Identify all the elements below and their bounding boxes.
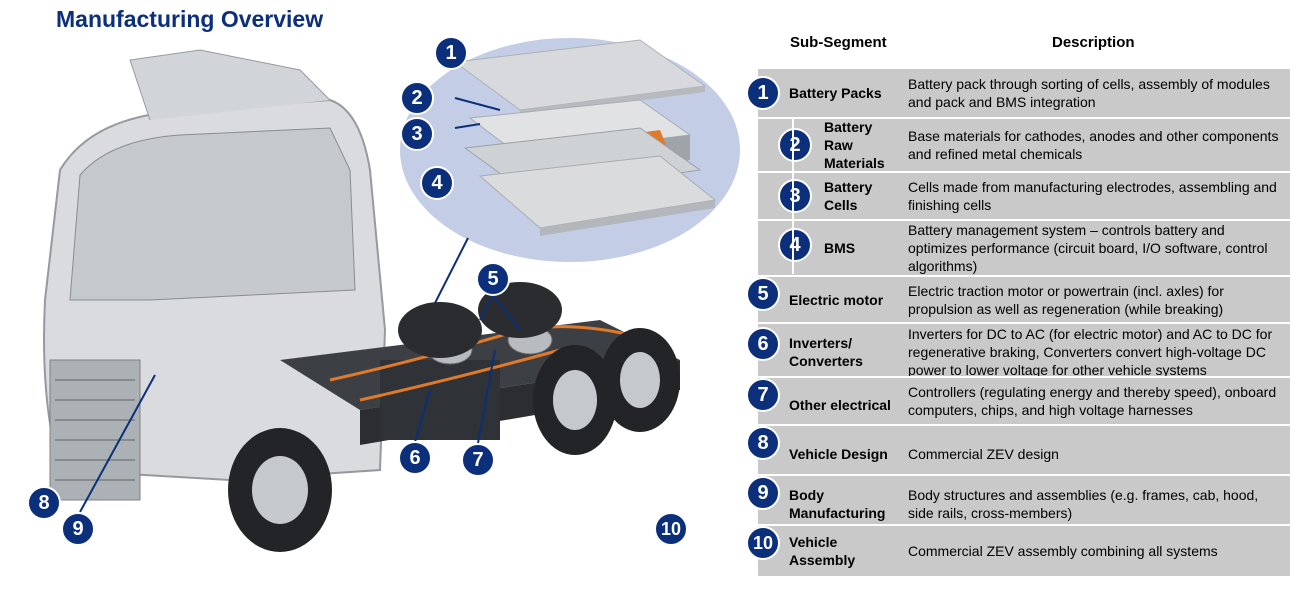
diagram-badge-10: 10 xyxy=(654,512,688,546)
row-name: Battery Packs xyxy=(789,85,882,101)
row-desc: Inverters for DC to AC (for electric mot… xyxy=(908,326,1273,378)
subsegment-bracket-line xyxy=(792,118,794,274)
row-desc: Commercial ZEV assembly combining all sy… xyxy=(908,543,1218,559)
row-name: Battery Raw Materials xyxy=(824,119,885,171)
diagram-badge-5: 5 xyxy=(476,262,510,296)
truck-illustration xyxy=(43,38,740,552)
row-badge: 1 xyxy=(746,76,780,110)
leader-9 xyxy=(79,374,156,513)
row-name: BMS xyxy=(824,240,856,256)
diagram-badge-8: 8 xyxy=(27,486,61,520)
row-badge: 2 xyxy=(778,128,812,162)
row-desc: Commercial ZEV design xyxy=(908,446,1059,462)
row-name: Battery Cells xyxy=(824,179,873,213)
truck-wheels xyxy=(228,282,680,552)
table-row-1: 1 Battery Packs Battery pack through sor… xyxy=(746,69,1290,117)
diagram-badge-9: 9 xyxy=(61,512,95,546)
row-desc: Base materials for cathodes, anodes and … xyxy=(908,128,1279,162)
table-row-3: 3 Battery Cells Cells made from manufact… xyxy=(758,173,1290,219)
row-name: Body Manufacturing xyxy=(789,487,886,521)
truck-cab xyxy=(43,49,387,501)
diagram-badge-6: 6 xyxy=(398,441,432,475)
row-name: Inverters/ Converters xyxy=(789,335,863,369)
page-title: Manufacturing Overview xyxy=(56,6,324,32)
row-badge: 4 xyxy=(778,228,812,262)
row-desc: Battery management system – controls bat… xyxy=(908,222,1268,274)
row-badge: 5 xyxy=(746,277,780,311)
row-name: Vehicle Design xyxy=(789,446,888,462)
leader-2 xyxy=(454,97,501,111)
row-desc: Electric traction motor or powertrain (i… xyxy=(908,282,1224,317)
diagram-badge-2: 2 xyxy=(400,81,434,115)
leader-5 xyxy=(479,294,494,321)
table-row-9: 9 Body Manufacturing Body structures and… xyxy=(746,476,1290,524)
row-badge: 8 xyxy=(746,426,780,460)
row-desc: Controllers (regulating energy and there… xyxy=(908,384,1277,418)
row-badge: 3 xyxy=(778,179,812,213)
row-badge: 7 xyxy=(746,378,780,412)
table-row-5: 5 Electric motor Electric traction motor… xyxy=(746,277,1290,322)
diagram-badge-4: 4 xyxy=(420,166,454,200)
row-name: Other electrical xyxy=(789,397,891,413)
col-header-description: Description xyxy=(1052,34,1135,51)
leader-7 xyxy=(477,349,496,444)
row-desc: Cells made from manufacturing electrodes… xyxy=(908,179,1277,213)
row-name: Vehicle Assembly xyxy=(789,534,856,568)
table-row-8: 8 Vehicle Design Commercial ZEV design xyxy=(746,426,1290,474)
table-row-7: 7 Other electrical Controllers (regulati… xyxy=(746,378,1290,424)
table-row-2: 2 Battery Raw Materials Base materials f… xyxy=(758,119,1290,171)
row-badge: 9 xyxy=(746,476,780,510)
row-badge: 6 xyxy=(746,327,780,361)
row-name: Electric motor xyxy=(789,291,884,308)
table-row-10: 10 Vehicle Assembly Commercial ZEV assem… xyxy=(746,526,1290,576)
leader-3 xyxy=(454,123,481,129)
row-badge: 10 xyxy=(746,526,780,560)
diagram-badge-1: 1 xyxy=(434,36,468,70)
col-header-subsegment: Sub-Segment xyxy=(790,34,887,51)
row-desc: Battery pack through sorting of cells, a… xyxy=(908,76,1270,110)
row-desc: Body structures and assemblies (e.g. fra… xyxy=(908,487,1259,521)
leader-6 xyxy=(414,389,431,443)
battery-exploded-view xyxy=(453,39,717,236)
table-row-4: 4 BMS Battery management system – contro… xyxy=(758,221,1290,275)
table-row-6: 6 Inverters/ Converters Inverters for DC… xyxy=(746,324,1290,378)
diagram-badge-3: 3 xyxy=(400,117,434,151)
leader-5b xyxy=(492,294,521,331)
diagram-badge-7: 7 xyxy=(461,443,495,477)
